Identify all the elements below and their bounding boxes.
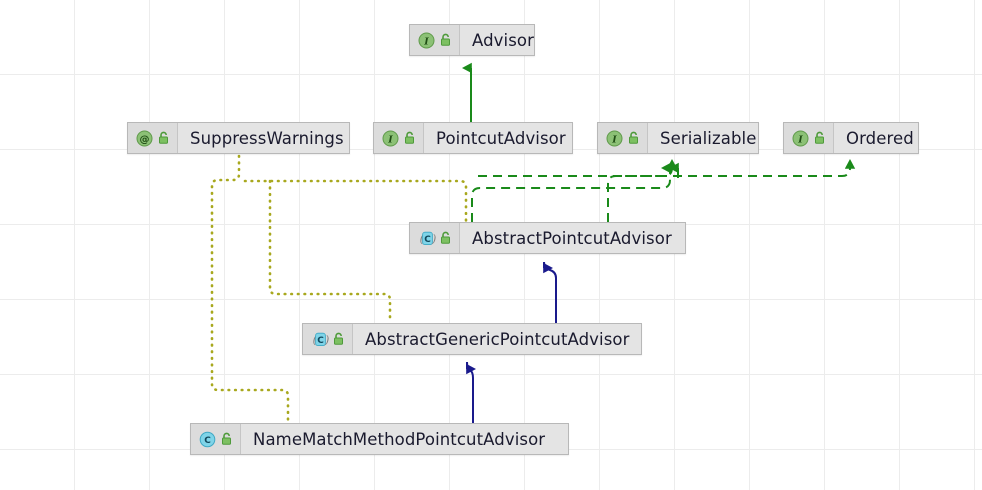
- abstract-class-icon: ( C ): [311, 331, 329, 348]
- node-label: AbstractPointcutAdvisor: [472, 228, 672, 248]
- edge-abstractpointcutadvisor-implements-serializable: [607, 162, 673, 222]
- class-node-serializable[interactable]: I Serializable: [597, 122, 759, 154]
- class-node-ordered[interactable]: I Ordered: [783, 122, 919, 154]
- node-label: NameMatchMethodPointcutAdvisor: [253, 429, 546, 449]
- edge-abstractpointcutadvisor-annotated-suppresswarnings: [243, 179, 468, 224]
- node-label: Serializable: [660, 128, 757, 148]
- edge-abstractgenericpointcutadvisor-annotated-suppresswarnings: [268, 179, 392, 325]
- svg-text:): ): [324, 333, 329, 346]
- class-node-namematchmethodpointcutadvisor[interactable]: C NameMatchMethodPointcutAdvisor: [190, 423, 569, 455]
- node-label: Ordered: [846, 128, 914, 148]
- node-label: Advisor: [472, 30, 534, 50]
- class-node-abstractpointcutadvisor[interactable]: ( C ) AbstractPointcutAdvisor: [409, 222, 686, 254]
- svg-text:I: I: [423, 36, 429, 47]
- annotation-icon: @: [136, 130, 153, 147]
- node-gutter: I: [598, 123, 648, 153]
- class-node-pointcutadvisor[interactable]: I PointcutAdvisor: [373, 122, 573, 154]
- svg-text:I: I: [797, 134, 803, 145]
- svg-text:): ): [431, 232, 436, 245]
- node-gutter: I: [784, 123, 834, 153]
- public-unlock-icon: [813, 131, 826, 145]
- svg-text:@: @: [140, 134, 150, 145]
- public-unlock-icon: [157, 131, 170, 145]
- public-unlock-icon: [439, 33, 452, 47]
- public-unlock-icon: [439, 231, 452, 245]
- node-gutter: ( C ): [303, 324, 353, 354]
- svg-text:I: I: [387, 134, 393, 145]
- class-node-advisor[interactable]: I Advisor: [409, 24, 535, 56]
- public-unlock-icon: [220, 432, 233, 446]
- node-gutter: I: [410, 25, 460, 55]
- svg-text:C: C: [204, 436, 211, 446]
- svg-text:(: (: [313, 333, 318, 346]
- node-gutter: I: [374, 123, 424, 153]
- svg-text:(: (: [420, 232, 425, 245]
- node-label: SuppressWarnings: [190, 128, 344, 148]
- svg-text:C: C: [424, 235, 431, 245]
- interface-icon: I: [382, 130, 399, 147]
- public-unlock-icon: [332, 332, 345, 346]
- interface-icon: I: [792, 130, 809, 147]
- node-label: AbstractGenericPointcutAdvisor: [365, 329, 630, 349]
- class-node-abstractgenericpointcutadvisor[interactable]: ( C ) AbstractGenericPointcutAdvisor: [302, 323, 642, 355]
- edge-abstractpointcutadvisor-implements-ordered: [478, 162, 851, 177]
- node-gutter: @: [128, 123, 178, 153]
- interface-icon: I: [418, 32, 435, 49]
- node-gutter: C: [191, 424, 241, 454]
- class-icon: C: [199, 431, 216, 448]
- svg-text:I: I: [611, 134, 617, 145]
- public-unlock-icon: [403, 131, 416, 145]
- class-node-suppresswarnings[interactable]: @ SuppressWarnings: [127, 122, 350, 154]
- public-unlock-icon: [627, 131, 640, 145]
- edge-abstractpointcutadvisor-implements-pointcutadvisor: [471, 162, 671, 222]
- interface-icon: I: [606, 130, 623, 147]
- node-label: PointcutAdvisor: [436, 128, 566, 148]
- edge-suppresswarnings-trunk: [210, 154, 290, 425]
- edge-namematchmethodpointcutadvisor-extends-abstractgenericpointcutadvisor: [466, 361, 477, 423]
- svg-text:C: C: [317, 336, 324, 346]
- abstract-class-icon: ( C ): [418, 230, 436, 247]
- node-gutter: ( C ): [410, 223, 460, 253]
- edge-abstractgenericpointcutadvisor-extends-abstractpointcutadvisor: [543, 261, 557, 323]
